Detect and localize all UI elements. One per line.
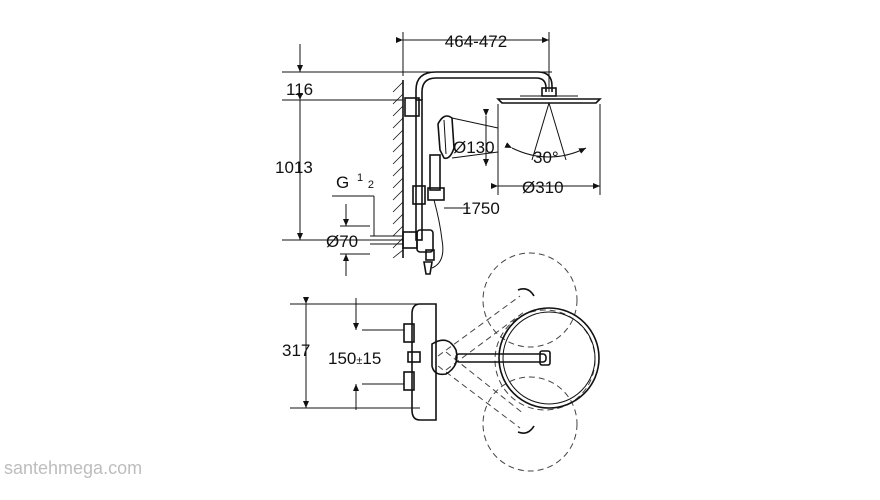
arm-top (431, 307, 600, 409)
thermostat-top (362, 303, 437, 421)
dimension-heights: 116 1013 (275, 44, 552, 241)
top-offset-label: 116 (286, 80, 313, 99)
wall (392, 80, 404, 259)
total-height-label: 1013 (275, 158, 313, 177)
inlet-spacing-label: 150±15 (328, 349, 381, 368)
dimension-inlet-spacing: 150±15 (328, 298, 381, 410)
slider-bracket (412, 185, 470, 269)
hand-shower (427, 109, 499, 201)
hose-length-label: 1750 (462, 199, 500, 218)
rosette-diameter-label: Ø70 (326, 232, 358, 251)
head-diameter-label: Ø310 (522, 178, 564, 197)
dimension-projection: 317 (282, 297, 436, 409)
shower-head (491, 87, 602, 195)
watermark: santehmega.com (4, 458, 143, 478)
projection-label: 317 (282, 341, 310, 360)
hand-shower-diameter-label: Ø130 (453, 138, 495, 157)
dimension-arm-length: 464-472 (396, 32, 550, 92)
top-view: 317 150±15 (282, 252, 600, 472)
thermostat-front (370, 229, 435, 275)
dimension-connection: G 1 2 Ø70 (326, 166, 375, 276)
front-view: 464-472 116 1013 G 1 2 Ø70 (275, 32, 602, 276)
spray-angle-label: 30° (533, 148, 559, 167)
arm-length-label: 464-472 (445, 32, 507, 51)
thread-label: G 1 2 (336, 166, 374, 192)
